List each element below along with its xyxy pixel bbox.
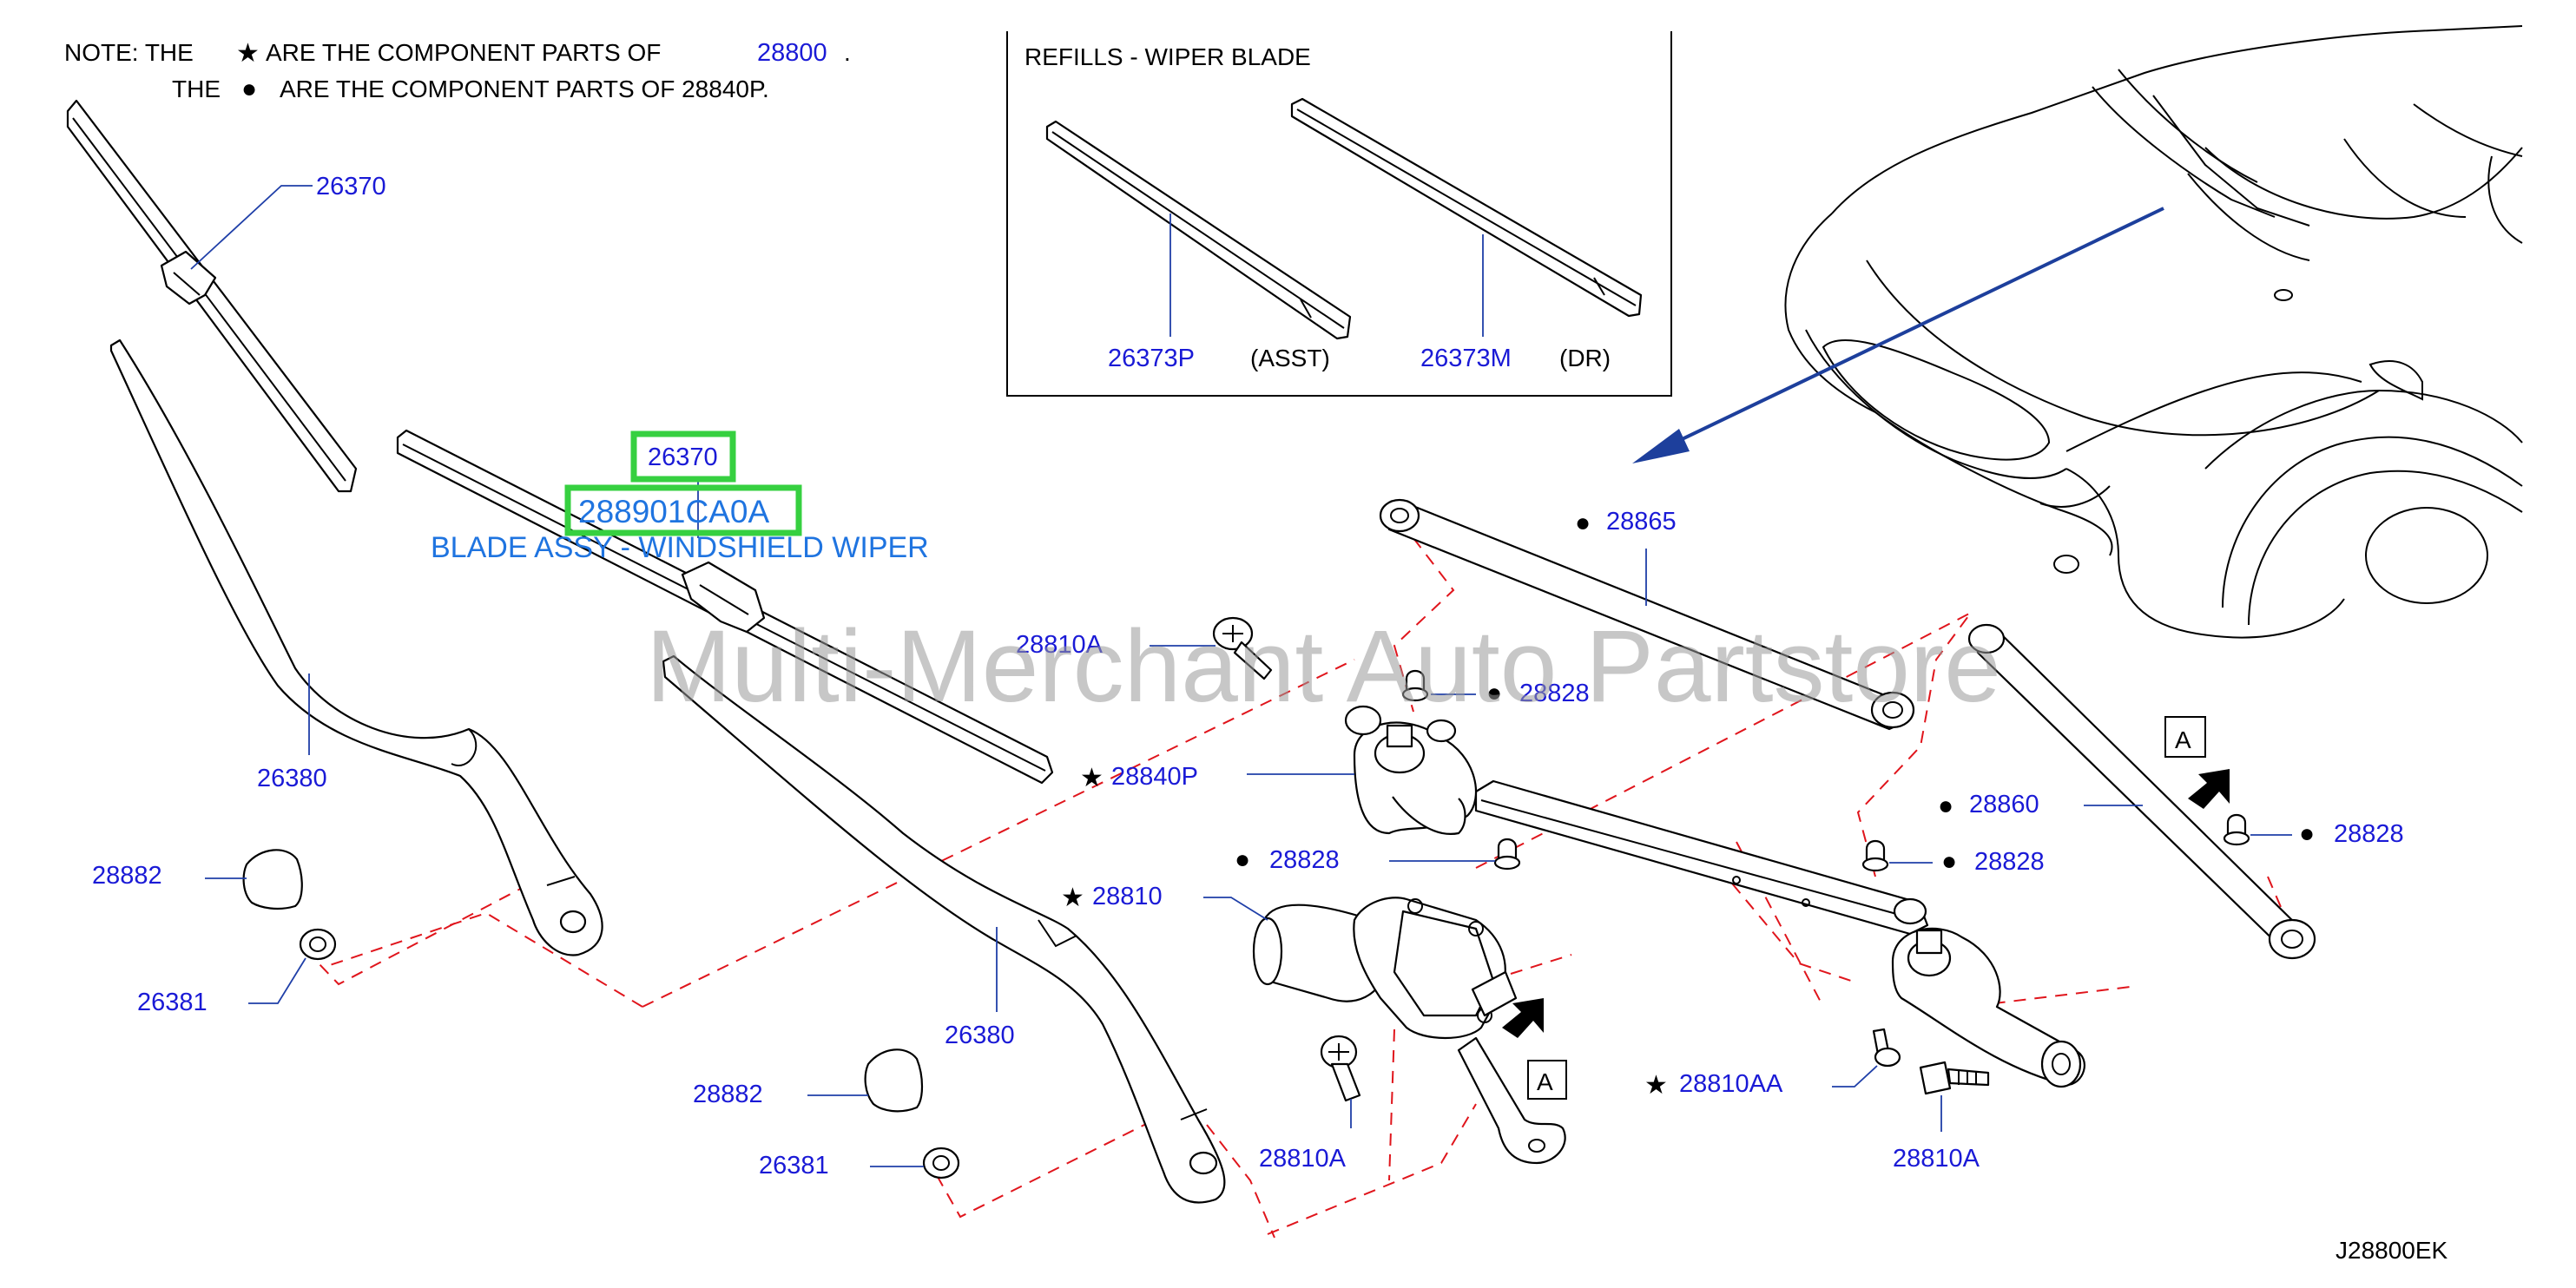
highlight-description: BLADE ASSY - WINDSHIELD WIPER [431, 531, 929, 564]
note-line1-end: . [844, 39, 851, 66]
refill-asst-part[interactable]: 26373P [1108, 345, 1195, 372]
wiper-blade-top-left [66, 99, 358, 493]
dot-28828-c: ● [1941, 847, 1957, 876]
note-line2-mid: ARE THE COMPONENT PARTS OF 28840P. [280, 76, 769, 102]
refill-strip-dr [1290, 97, 1643, 318]
label-26381-left[interactable]: 26381 [137, 989, 208, 1016]
wiper-arm-left [109, 338, 603, 956]
bolt-28810A-right [1919, 1061, 1990, 1095]
view-arrow-upper [2188, 769, 2230, 809]
label-26380-left[interactable]: 26380 [257, 765, 327, 792]
wiper-arm-mid [662, 654, 1226, 1204]
label-28865[interactable]: 28865 [1606, 508, 1677, 536]
wiper-blade-highlighted [396, 429, 1054, 785]
label-28810[interactable]: 28810 [1092, 883, 1163, 910]
arm-cap-left [242, 849, 303, 910]
label-26381-mid[interactable]: 26381 [759, 1152, 829, 1180]
dot-symbol: ● [241, 75, 257, 103]
refill-dr-note: (DR) [1559, 345, 1611, 371]
note-line1-prefix: NOTE: THE [64, 39, 194, 66]
note-line1-mid: ARE THE COMPONENT PARTS OF [266, 39, 661, 66]
note-line2-prefix: THE [172, 76, 221, 102]
rod-28865 [1379, 498, 1915, 731]
view-arrow-lower [1502, 998, 1544, 1038]
label-26380-mid[interactable]: 26380 [945, 1022, 1015, 1049]
note-block: NOTE: THE ★ ARE THE COMPONENT PARTS OF 2… [64, 39, 851, 103]
highlight-part-number[interactable]: 26370 [648, 444, 718, 471]
label-28882-left[interactable]: 28882 [92, 862, 162, 890]
refill-strip-asst [1045, 120, 1352, 340]
grommet-28828-d [2223, 813, 2250, 846]
dot-28828-d: ● [2299, 819, 2315, 848]
grommet-28828-a [1401, 669, 1429, 702]
star-28810: ★ [1061, 884, 1084, 912]
location-arrow [1632, 207, 2164, 463]
highlight-box-code [564, 484, 802, 536]
label-28828-c[interactable]: 28828 [1974, 848, 2045, 876]
bolt-28810A-bottom [1320, 1035, 1361, 1102]
bolt-28810AA [1872, 1028, 1901, 1068]
label-28840P[interactable]: 28840P [1111, 763, 1198, 791]
label-28810A-right[interactable]: 28810A [1893, 1145, 1980, 1173]
diagram-code: J28800EK [2336, 1237, 2448, 1264]
dot-28865: ● [1575, 509, 1591, 537]
label-28810A-bottom[interactable]: 28810A [1259, 1145, 1347, 1173]
dot-28860: ● [1938, 792, 1953, 820]
view-box-upper [2164, 716, 2206, 758]
rod-28860 [1967, 623, 2316, 960]
dot-28828-a: ● [1486, 679, 1502, 707]
car-outline [1784, 25, 2523, 639]
linkage-assembly [1344, 705, 2085, 1088]
note-line1-part[interactable]: 28800 [757, 39, 827, 67]
arm-cap-mid [864, 1048, 924, 1113]
watermark: Multi-Merchant Auto Partstore [646, 609, 2001, 724]
highlight-box-part [630, 430, 736, 483]
label-28810AA[interactable]: 28810AA [1679, 1070, 1783, 1098]
refills-inset: REFILLS - WIPER BLADE 26373P (ASST) 2637… [1006, 31, 1672, 397]
label-26370-top[interactable]: 26370 [316, 173, 386, 200]
view-mark-upper: A [2175, 726, 2191, 753]
grommet-28828-b [1493, 838, 1521, 871]
label-28828-b[interactable]: 28828 [1269, 846, 1340, 874]
arm-nut-mid [922, 1147, 960, 1180]
dashed-lines [300, 537, 2284, 1239]
label-28828-d[interactable]: 28828 [2334, 820, 2404, 848]
label-28810A-top[interactable]: 28810A [1016, 631, 1104, 659]
highlight-oem-code[interactable]: 288901CA0A [578, 494, 769, 529]
refills-title: REFILLS - WIPER BLADE [1024, 43, 1311, 70]
bolt-28810A-top [1212, 616, 1273, 680]
refill-asst-note: (ASST) [1250, 345, 1330, 371]
view-box-lower [1527, 1060, 1567, 1100]
wiper-motor [1252, 897, 1566, 1165]
arm-nut-left [299, 928, 337, 961]
view-mark-lower: A [1537, 1068, 1553, 1095]
label-28882-mid[interactable]: 28882 [693, 1081, 763, 1108]
star-28810AA: ★ [1644, 1071, 1668, 1100]
star-28840P: ★ [1080, 764, 1104, 792]
label-28828-a[interactable]: 28828 [1519, 680, 1590, 707]
dot-28828-b: ● [1235, 845, 1250, 874]
label-28860[interactable]: 28860 [1969, 791, 2039, 818]
star-symbol: ★ [236, 39, 260, 68]
grommet-28828-c [1861, 839, 1889, 872]
refill-dr-part[interactable]: 26373M [1420, 345, 1512, 372]
